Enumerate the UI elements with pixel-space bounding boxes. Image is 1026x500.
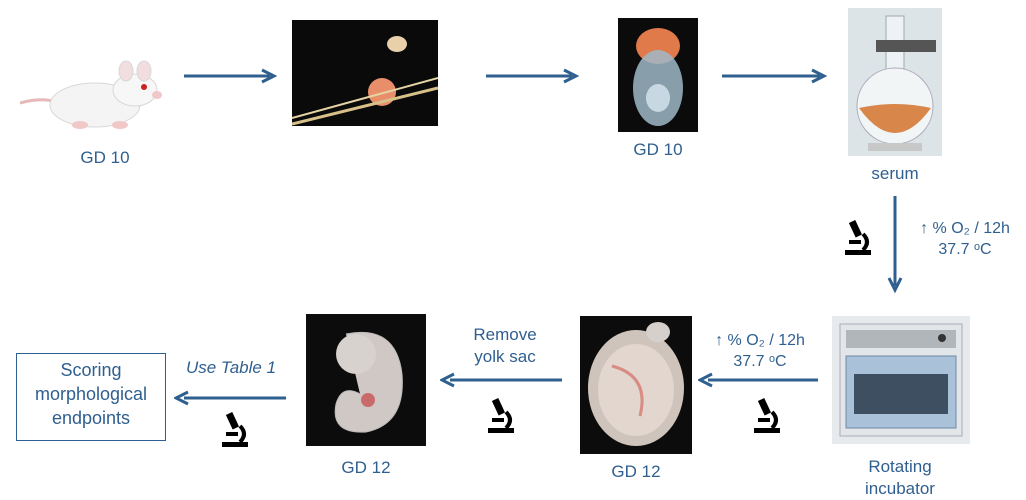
rat-image [10,35,180,135]
condition-oxygen-text: ↑ % O₂ / 12h [905,218,1025,239]
serum-flask-image [848,8,942,156]
scoring-line3: endpoints [17,406,165,430]
arrow-to-scoring [174,390,290,406]
rat-label: GD 10 [55,148,155,168]
use-table-text: Use Table 1 [176,358,286,378]
microscope-icon [843,220,873,261]
embryo-gd10-label: GD 10 [608,140,708,160]
microscope-icon [220,412,250,453]
scoring-endpoints-box: Scoring morphological endpoints [16,353,166,441]
embryo-gd12-yolk-label: GD 12 [586,462,686,482]
arrow-rat-to-dissection [182,68,282,84]
culture-conditions-bottom: ↑ % O₂ / 12h 37.7 ᵒC [700,330,820,372]
arrow-remove-yolk-sac [440,372,566,388]
condition-temperature-text-2: 37.7 ᵒC [700,351,820,372]
rotating-incubator-image [832,316,970,444]
scoring-line1: Scoring [17,358,165,382]
condition-oxygen-text-2: ↑ % O₂ / 12h [700,330,820,351]
arrow-incubator-to-embryo [698,372,822,388]
incubator-label-line2: incubator [830,478,970,500]
scoring-line2: morphological [17,382,165,406]
culture-conditions-top: ↑ % O₂ / 12h 37.7 ᵒC [905,218,1025,260]
microscope-icon [752,398,782,439]
embryo-gd12-yolk-sac-image [580,316,692,454]
microscope-icon [486,398,516,439]
arrow-dissection-to-embryo [484,68,584,84]
incubator-label-line1: Rotating [830,456,970,478]
remove-yolk-sac-line1: Remove [450,324,560,346]
embryo-gd12-image [306,314,426,446]
condition-temperature-text: 37.7 ᵒC [905,239,1025,260]
embryo-gd12-label: GD 12 [316,458,416,478]
dissection-image [292,20,438,126]
serum-label: serum [845,164,945,184]
arrow-embryo-to-flask [720,68,832,84]
incubator-label: Rotating incubator [830,456,970,500]
arrow-flask-to-incubator [887,194,903,298]
remove-yolk-sac-text: Remove yolk sac [450,324,560,368]
remove-yolk-sac-line2: yolk sac [450,346,560,368]
embryo-gd10-image [618,18,698,132]
